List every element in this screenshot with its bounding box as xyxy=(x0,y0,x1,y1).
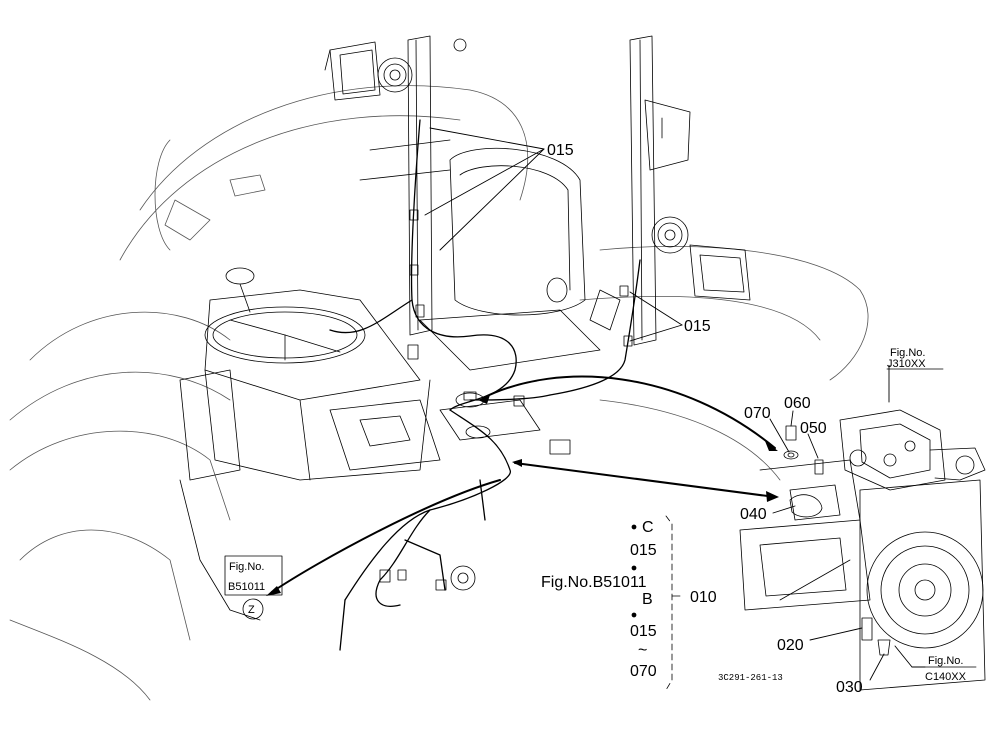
callout-010: 010 xyxy=(690,589,717,606)
dashboard xyxy=(179,289,621,621)
callout-015: 015 xyxy=(547,142,574,159)
legend-bracket xyxy=(665,515,673,691)
left-work-light xyxy=(324,41,413,101)
right-work-light xyxy=(651,216,751,301)
reference-arrows xyxy=(271,375,776,593)
tractor-outline xyxy=(9,85,869,701)
rops-right-pillar xyxy=(629,35,691,346)
seat xyxy=(359,139,601,371)
legend-b: B xyxy=(642,591,653,608)
figref-number: C140XX xyxy=(925,671,967,683)
z-marker: Z xyxy=(248,604,255,616)
figref-number: B51011 xyxy=(228,581,265,593)
figref-number: J310XX xyxy=(887,358,926,370)
callout-040: 040 xyxy=(740,506,767,523)
wiring-harness xyxy=(329,119,641,651)
callout-015: 015 xyxy=(684,318,711,335)
legend-tilde: ~ xyxy=(638,642,647,659)
legend-b-to: 070 xyxy=(630,663,657,680)
figref-label: Fig.No. xyxy=(928,655,963,667)
transmission-assembly xyxy=(739,409,986,691)
arrowheads xyxy=(266,395,779,596)
legend-c: C xyxy=(642,519,654,536)
steering-wheel xyxy=(204,267,366,364)
callout-070: 070 xyxy=(744,405,771,422)
legend-dot xyxy=(631,565,637,571)
drawing-code: 3C291-261-13 xyxy=(718,673,783,683)
legend-dot xyxy=(631,524,637,530)
callout-030: 030 xyxy=(836,679,863,696)
callout-060: 060 xyxy=(784,395,811,412)
callout-020: 020 xyxy=(777,637,804,654)
figref-b51011 xyxy=(224,555,283,620)
figref-label: Fig.No. xyxy=(890,347,925,359)
harness-clips xyxy=(379,209,633,591)
legend-c-part: 015 xyxy=(630,542,657,559)
figref-label: Fig.No. xyxy=(229,561,264,573)
callout-050: 050 xyxy=(800,420,827,437)
legend-dot xyxy=(631,612,637,618)
leader-lines xyxy=(424,127,926,681)
legend-figref: Fig.No.B51011 xyxy=(541,574,647,591)
rops-left-pillar xyxy=(407,35,467,336)
fasteners xyxy=(783,425,891,656)
legend-b-from: 015 xyxy=(630,623,657,640)
